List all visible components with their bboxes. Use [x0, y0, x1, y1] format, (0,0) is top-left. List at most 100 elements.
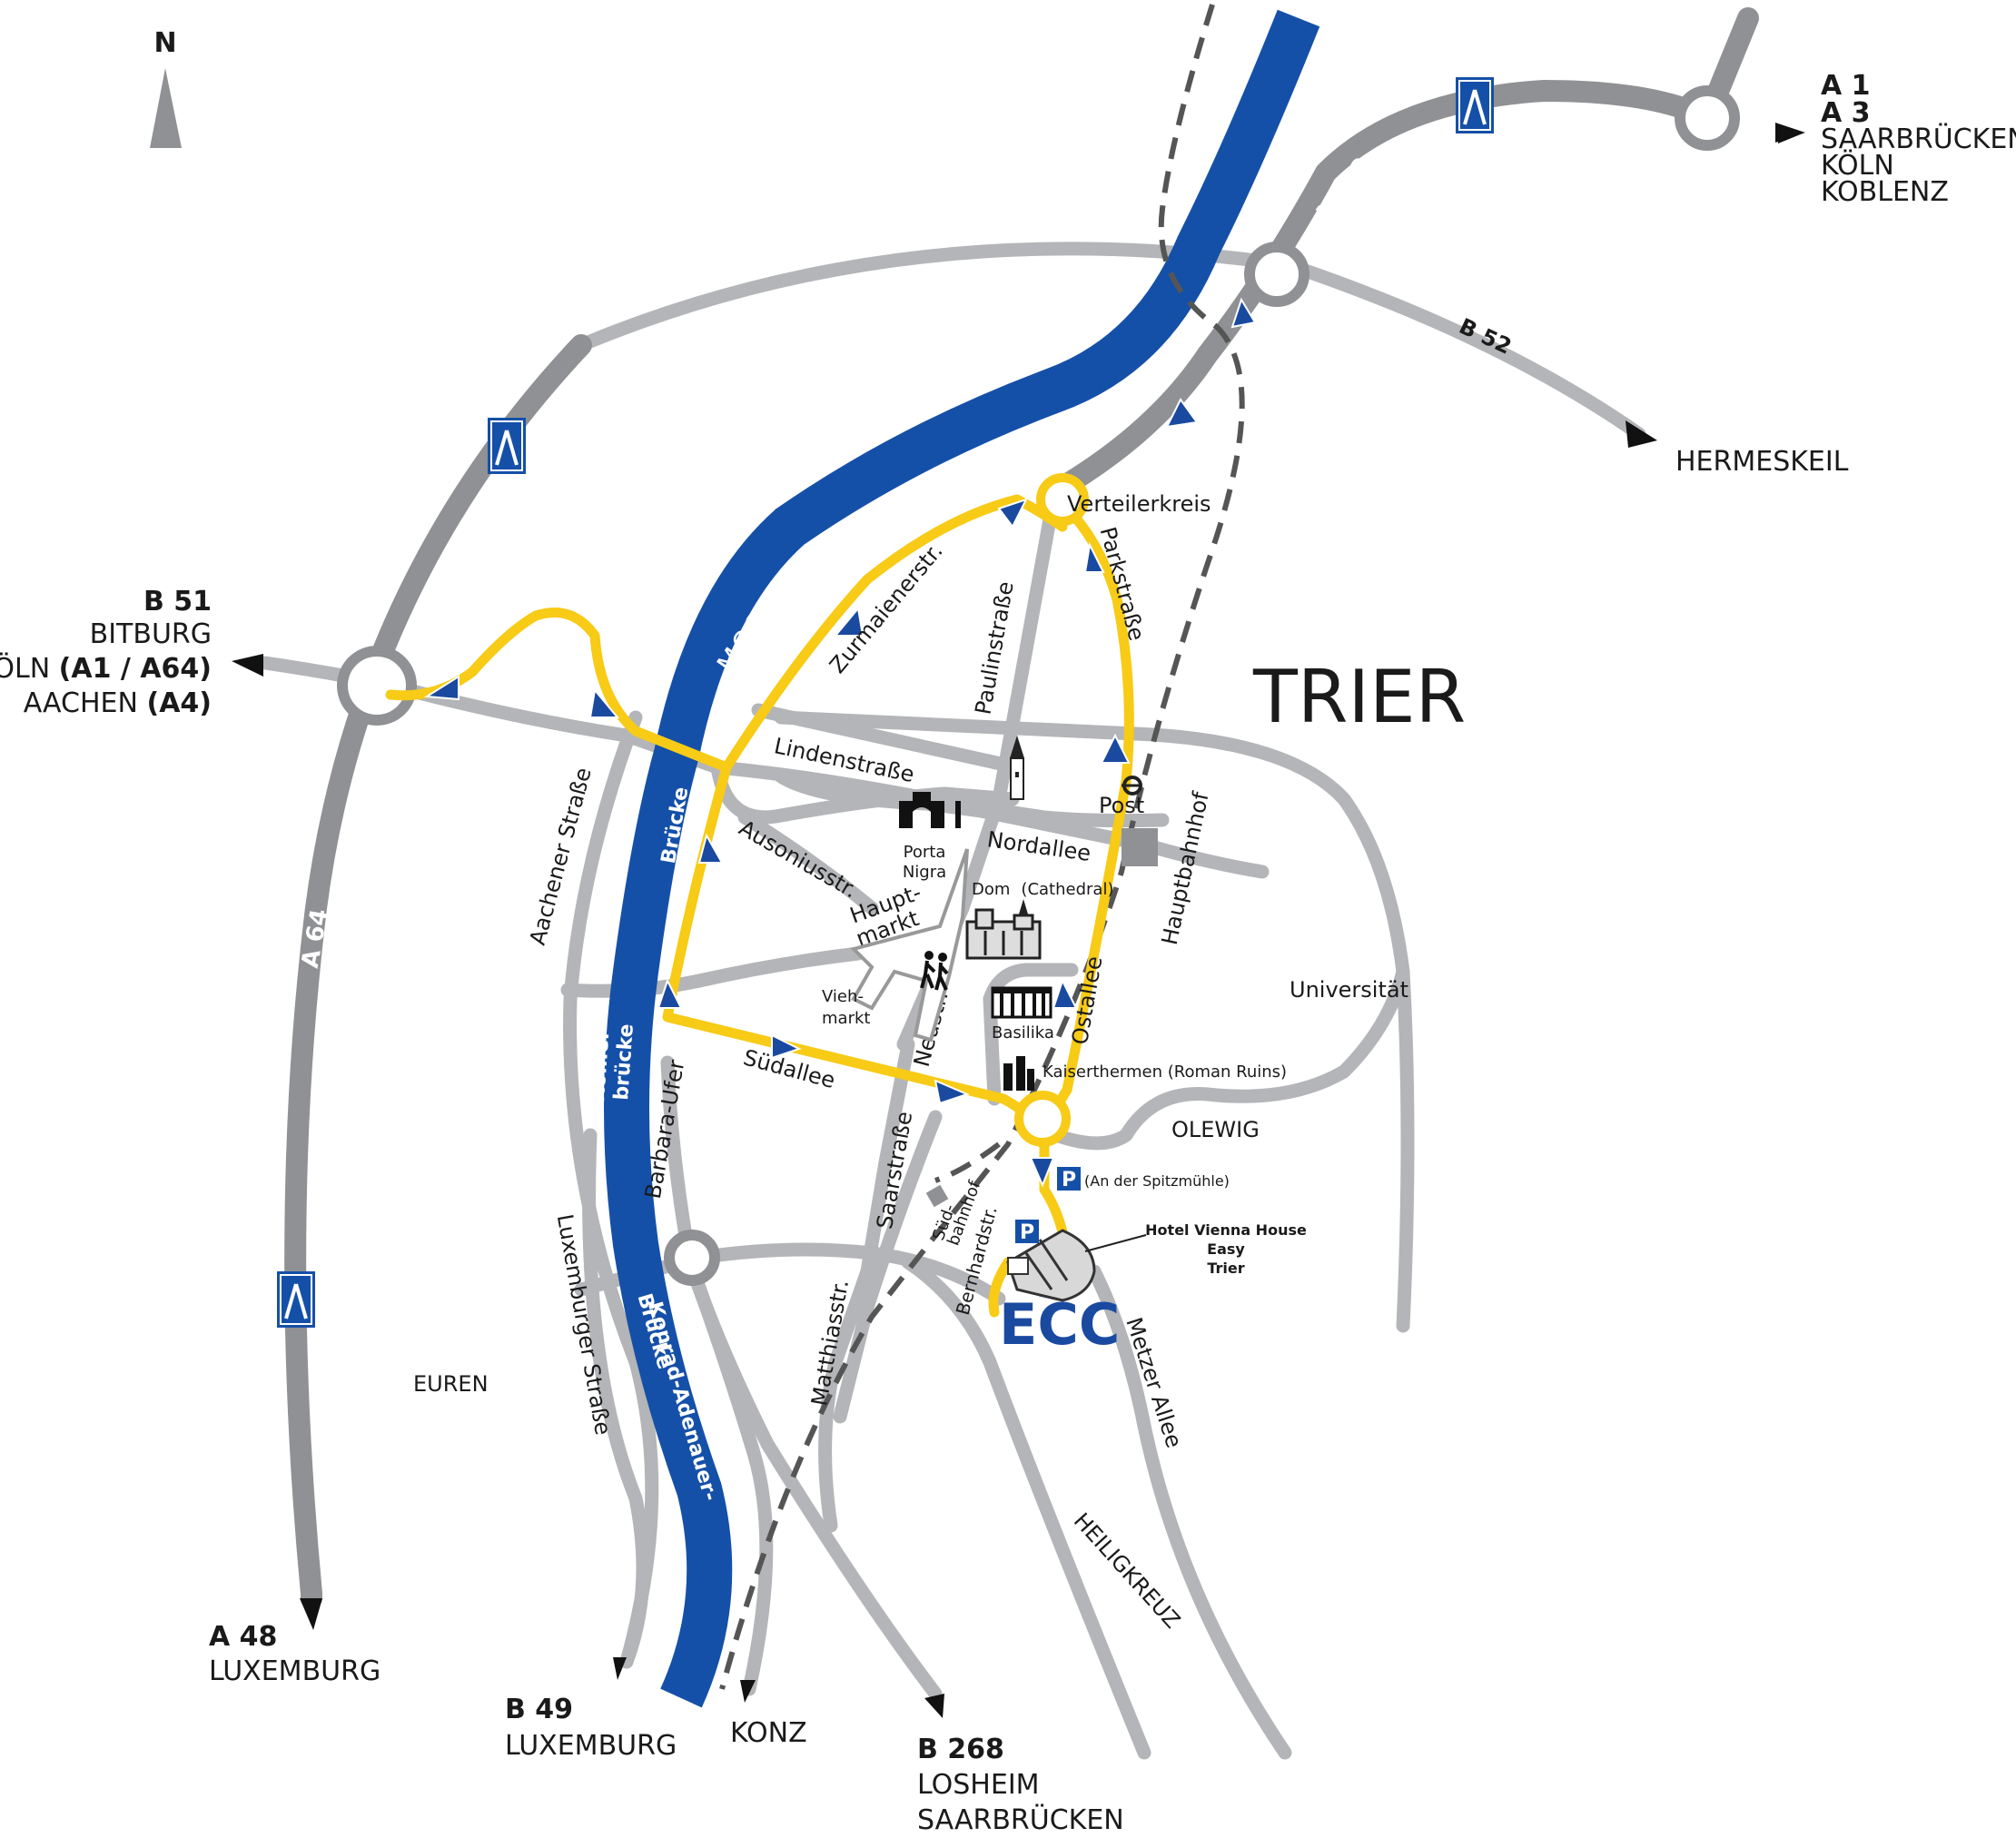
- road-south-west: [574, 1242, 1006, 1306]
- dest-s3-l2: SAARBRÜCKEN: [917, 1803, 1124, 1836]
- arrow-8: [657, 978, 683, 1009]
- basilica-icon: [991, 986, 1052, 1019]
- route-arrows: [423, 297, 1257, 1188]
- roundabout-a602: [1244, 242, 1309, 307]
- landmarks: Post Porta Nigra Dom(Cathedral) Haupt- m…: [822, 736, 1307, 1358]
- dest-west-l3: AACHEN (A4): [24, 687, 212, 719]
- arrow-12: [1029, 1157, 1055, 1188]
- dest-arrow-konz: [740, 1680, 756, 1703]
- autobahn-sign-icon: [1456, 77, 1494, 133]
- hotel-pointer: [1084, 1234, 1147, 1252]
- arrow-14: [1165, 398, 1199, 429]
- dest-s1-place: LUXEMBURG: [505, 1730, 677, 1762]
- street-hauptbahnhof: Hauptbahnhof: [1157, 789, 1214, 947]
- rail-main: [719, 4, 1245, 1690]
- destination-south1: B 49 LUXEMBURG: [505, 1694, 677, 1762]
- dest-arrow-east: [1626, 420, 1657, 448]
- parking-symbol-2: P: [1020, 1221, 1034, 1244]
- roundabout-ne: [1675, 85, 1740, 151]
- dest-west-route: B 51: [143, 586, 212, 618]
- district-euren: EUREN: [413, 1371, 489, 1397]
- arrow-3: [997, 498, 1028, 529]
- poi-post: Post: [1099, 793, 1144, 818]
- parking-symbol-1: P: [1062, 1169, 1076, 1191]
- motorways: [284, 7, 1759, 1609]
- pedestrian-zone: [850, 848, 969, 1043]
- motorway-a64: [284, 334, 592, 1605]
- railway: [719, 4, 1245, 1690]
- rail-sued: [934, 1141, 1001, 1183]
- road-olewig: [1037, 964, 1415, 1333]
- dest-west-l2: KÖLN (A1 / A64): [0, 652, 212, 685]
- poi-porta-1: Porta: [904, 843, 946, 862]
- destination-sw: A 48 LUXEMBURG: [209, 1621, 380, 1687]
- parking-sign-icon: P: [1057, 1167, 1081, 1191]
- dest-sw-place: LUXEMBURG: [209, 1655, 380, 1687]
- roundabout-b51: [337, 646, 417, 726]
- motorway-a602: [1038, 80, 1718, 506]
- roundabout-verteilerkreis: [1036, 473, 1089, 526]
- church-icon: [1010, 736, 1024, 800]
- roundabouts: [337, 85, 1740, 1286]
- road-ostallee-east: [983, 963, 1079, 1106]
- street-ausoniusstr: Ausoniusstr.: [735, 815, 862, 904]
- suedbahnhof-station: [925, 1184, 949, 1208]
- roemerbruecke: Römer- brücke: [587, 1021, 638, 1103]
- dest-ne-l3: KOBLENZ: [1821, 176, 1949, 208]
- destination-south3: B 268 LOSHEIM SAARBRÜCKEN: [917, 1734, 1124, 1836]
- autobahn-sign-icon: [277, 1271, 315, 1328]
- pedestrian-zone-icon: [920, 951, 949, 991]
- dest-arrow-b268: [924, 1694, 944, 1718]
- porta-nigra-icon: [899, 792, 961, 828]
- road-luxemburger: [582, 1128, 650, 1669]
- poi-parking-1: (An der Spitzmühle): [1084, 1172, 1230, 1190]
- dest-ne-l2: KÖLN: [1821, 149, 1894, 182]
- arrow-6: [833, 606, 865, 637]
- dest-arrow-west: [232, 654, 263, 677]
- poi-viehmarkt-2: markt: [822, 1009, 870, 1028]
- destination-west: B 51 BITBURG KÖLN (A1 / A64) AACHEN (A4): [0, 586, 212, 719]
- arrow-1: [423, 675, 460, 701]
- road-metzer: [1087, 1264, 1292, 1760]
- street-verteilerkreis: Verteilerkreis: [1067, 491, 1211, 517]
- roundabout-kaiserthermen: [1014, 1091, 1071, 1147]
- dest-s1-route: B 49: [505, 1694, 573, 1725]
- road-b268: [683, 1255, 943, 1701]
- arrow-13: [1230, 297, 1257, 329]
- dest-ne-r2: A 3: [1821, 97, 1871, 129]
- arrow-9: [771, 1033, 802, 1060]
- autobahn-signs: [277, 77, 1494, 1328]
- dest-s3-route: B 268: [917, 1734, 1004, 1765]
- compass: N: [150, 27, 182, 148]
- dest-ne-l1: SAARBRÜCKEN: [1821, 123, 2016, 155]
- poi-hotel-2: Easy: [1207, 1240, 1245, 1258]
- district-universitaet: Universität: [1290, 977, 1408, 1003]
- district-olewig: OLEWIG: [1171, 1117, 1260, 1142]
- label-a64: A 64: [297, 907, 334, 971]
- road-heiligkreuz: [901, 1255, 1151, 1760]
- destination-south2: KONZ: [730, 1717, 807, 1749]
- arrow-10: [934, 1079, 970, 1105]
- road-ausoniusstr: [737, 810, 879, 915]
- poi-ecc: ECC: [999, 1291, 1120, 1358]
- arrow-4: [1083, 541, 1105, 573]
- dest-west-l1: BITBURG: [90, 618, 212, 650]
- cathedral-icon: [965, 899, 1042, 960]
- road-north-east: [774, 710, 1410, 979]
- dest-sw-route: A 48: [209, 1621, 277, 1653]
- autobahn-sign-icon: [488, 418, 526, 474]
- dest-east-place: HERMESKEIL: [1675, 446, 1849, 478]
- dest-s3-l1: LOSHEIM: [917, 1769, 1040, 1801]
- street-parkstrasse: Parkstraße: [1095, 524, 1150, 643]
- poi-kaiserthermen: Kaiserthermen (Roman Ruins): [1043, 1062, 1287, 1082]
- ruins-icon: [1003, 1056, 1034, 1091]
- road-matthiasstr: [833, 1110, 943, 1424]
- compass-label: N: [153, 27, 176, 59]
- destination-east: HERMESKEIL: [1675, 446, 1849, 478]
- roundabout-south: [664, 1230, 720, 1286]
- arrow-2: [588, 687, 620, 718]
- north-arrow-icon: [150, 68, 182, 148]
- poi-hotel-1: Hotel Vienna House: [1145, 1221, 1307, 1239]
- post-horn-icon: [1122, 776, 1142, 795]
